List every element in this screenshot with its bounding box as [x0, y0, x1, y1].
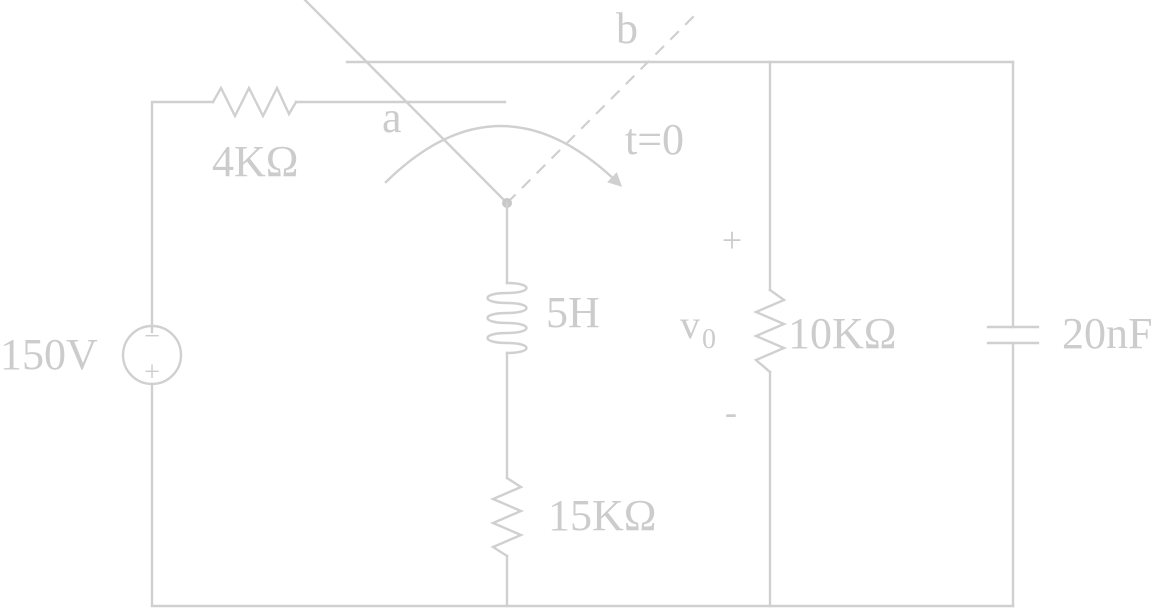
voltage-source: − + 150V: [0, 321, 183, 388]
inductor-label: 5H: [546, 288, 600, 337]
switch-arrow-icon: [384, 124, 623, 187]
resistor-4k: 4KΩ: [211, 85, 298, 186]
vout-v: v: [680, 302, 700, 347]
wire-top-left: [150, 100, 215, 334]
source-minus-label: −: [144, 321, 160, 352]
middle-branch: 5H 15KΩ: [486, 201, 656, 608]
source-plus-label: +: [144, 357, 160, 388]
resistor-4k-label: 4KΩ: [212, 137, 298, 186]
switch-time-label: t=0: [625, 115, 684, 164]
resistor-15k-zigzag-icon: [489, 476, 525, 558]
inductor-coil-icon: [486, 281, 528, 355]
wire-bottom-rail: [150, 382, 1015, 608]
resistor-10k-zigzag-icon: [752, 288, 788, 374]
switch-blade-solid: [303, 0, 509, 205]
resistor-zigzag-icon: [211, 85, 298, 119]
switch-assembly: a b t=0: [303, 0, 701, 208]
source-voltage-label: 150V: [0, 330, 98, 379]
switch-terminal-b-label: b: [616, 4, 638, 53]
switch-terminal-a-label: a: [382, 93, 402, 142]
vout-plus-label: +: [722, 220, 742, 260]
vout-minus-label: -: [725, 392, 737, 432]
right-side: 10KΩ + - v0 20nF: [345, 60, 1152, 608]
left-loop-wires: [150, 100, 1015, 608]
switch-blade-dashed: [506, 9, 701, 204]
resistor-10k-label: 10KΩ: [788, 309, 896, 358]
source-circle-icon: [121, 324, 183, 386]
vout-label: v0: [680, 302, 716, 355]
capacitor-label: 20nF: [1062, 309, 1152, 358]
resistor-15k-label: 15KΩ: [548, 491, 656, 540]
vout-subscript: 0: [702, 324, 716, 355]
